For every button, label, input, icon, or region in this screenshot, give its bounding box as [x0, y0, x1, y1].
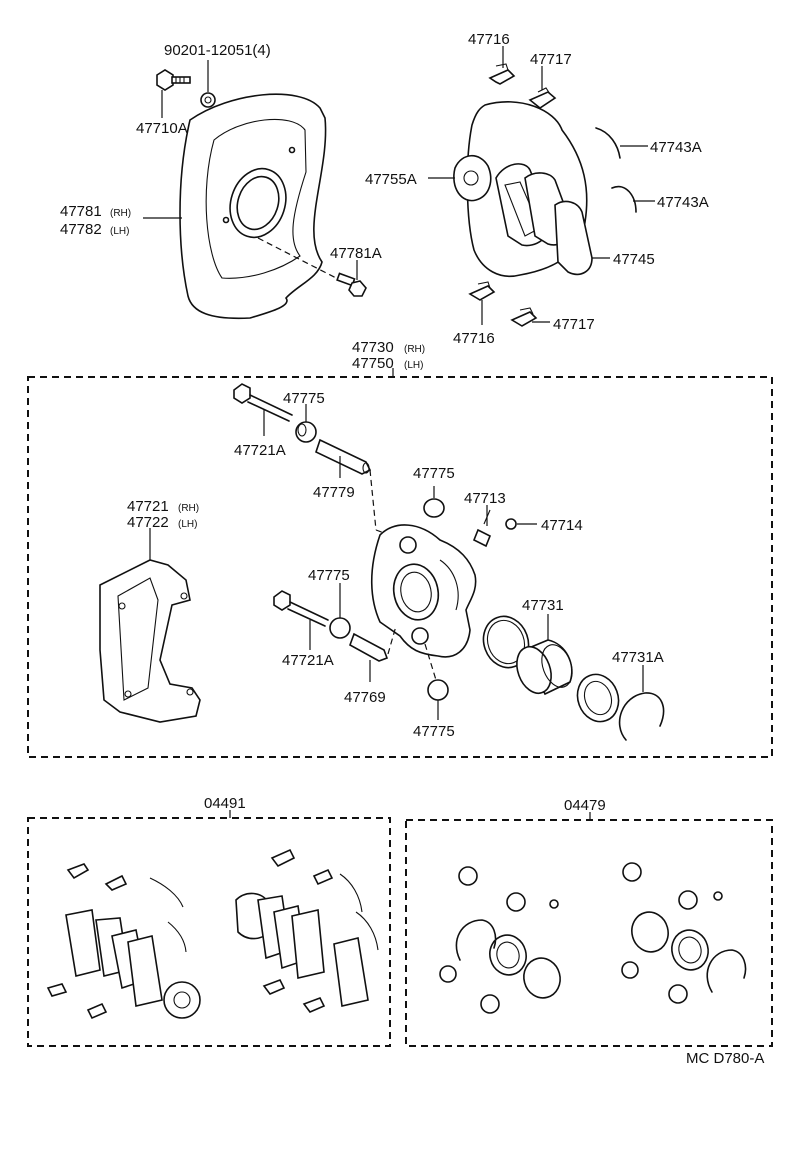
cylinder-boot: [576, 673, 620, 723]
label-caliper-assy-rh: 47730: [352, 339, 394, 356]
set-ring-47731a: [618, 692, 665, 741]
label-cap-47714: 47714: [541, 517, 583, 534]
kit-04479-frame: [405, 819, 773, 1047]
label-pin-47779: 47779: [313, 484, 355, 501]
piston-seal: [482, 615, 530, 669]
boot-47775-lower: [329, 617, 351, 639]
boot-47775-caliper-bottom: [427, 679, 449, 701]
bolt-47781a: [336, 272, 367, 297]
label-mounting-47721-side: (RH): [178, 503, 199, 514]
label-bolt-90201: 90201-12051(4): [164, 42, 271, 59]
label-boot-47775-b: 47775: [413, 465, 455, 482]
kit-04491-frame: [27, 817, 391, 1047]
label-seal-47731a: 47731A: [612, 649, 664, 666]
pin-47769: [349, 632, 389, 662]
cap-47714: [505, 518, 517, 530]
dust-cover-hub-ring: [236, 175, 280, 231]
dash-leader: [387, 625, 397, 655]
label-mounting-47721: 47721: [127, 498, 169, 515]
label-dust-cover-lh: 47782: [60, 221, 102, 238]
label-bolt-47710a: 47710A: [136, 120, 188, 137]
label-clip-47716-bottom: 47716: [453, 330, 495, 347]
anti-squeal-spring-47743a-1: [595, 127, 621, 159]
label-dust-cover-rh-side: (RH): [110, 208, 131, 219]
dust-cover-bolt-hole: [222, 216, 230, 224]
dust-cover-bolt-hole: [288, 146, 296, 154]
footer-code: MC D780-A: [686, 1050, 764, 1067]
label-dust-cover-rh: 47781: [60, 203, 102, 220]
dash-leader: [424, 643, 437, 681]
label-mounting-47722: 47722: [127, 514, 169, 531]
piston-47731: [516, 639, 573, 696]
label-clip-47717-bottom: 47717: [553, 316, 595, 333]
bolt-47721a-lower: [273, 590, 329, 627]
label-kit-04491: 04491: [204, 795, 246, 812]
anti-squeal-shim-47755a: [453, 154, 492, 202]
label-clip-47716-top: 47716: [468, 31, 510, 48]
pad-support-clip-47717-bottom: [510, 307, 538, 327]
label-piston-47731: 47731: [522, 597, 564, 614]
label-spring-47743a-2: 47743A: [657, 194, 709, 211]
anti-squeal-spring-47743a-2: [611, 185, 637, 213]
label-caliper-assy-lh: 47750: [352, 355, 394, 372]
dust-cover-dash-leader: [257, 237, 341, 281]
pad-support-clip-47716-bottom: [468, 281, 496, 301]
label-caliper-assy-lh-side: (LH): [404, 360, 423, 371]
label-pin-47769: 47769: [344, 689, 386, 706]
pad-support-clip-47717-top: [528, 87, 557, 109]
bolt-47721a-upper: [233, 383, 293, 422]
caliper-mounting: [99, 559, 201, 723]
label-pad-47745: 47745: [613, 251, 655, 268]
label-bolt-47721a-b: 47721A: [282, 652, 334, 669]
label-boot-47775-c: 47775: [308, 567, 350, 584]
caliper-outline-ghost: [466, 101, 588, 277]
dash-leader: [369, 469, 377, 531]
label-boot-47775-a: 47775: [283, 390, 325, 407]
brake-pad-outer: [524, 172, 593, 276]
label-dust-cover-lh-side: (LH): [110, 226, 129, 237]
label-bolt-47721a-a: 47721A: [234, 442, 286, 459]
label-clip-47717-top: 47717: [530, 51, 572, 68]
boot-47775-caliper-top: [423, 498, 445, 518]
label-bleeder-47713: 47713: [464, 490, 506, 507]
kit-04479-contents: [439, 862, 747, 1014]
kit-04491-contents: [46, 848, 379, 1020]
label-kit-04479: 04479: [564, 797, 606, 814]
pin-47779: [315, 438, 372, 475]
label-caliper-assy-rh-side: (RH): [404, 344, 425, 355]
label-bolt-47781a: 47781A: [330, 245, 382, 262]
caliper-body: [370, 524, 477, 658]
label-boot-47775-d: 47775: [413, 723, 455, 740]
boot-47775-upper: [295, 421, 317, 443]
caliper-assembly-frame: [27, 376, 773, 758]
dust-cover-inner-edge: [205, 118, 307, 279]
dust-cover-hub-hole: [229, 167, 287, 239]
nut-90201: [200, 92, 216, 108]
pad-support-clip-47716-top: [488, 63, 516, 85]
dust-cover-group: [179, 93, 341, 320]
label-shim-47755a: 47755A: [365, 171, 417, 188]
label-mounting-47722-side: (LH): [178, 519, 197, 530]
bolt-47710a: [156, 69, 191, 91]
label-spring-47743a-1: 47743A: [650, 139, 702, 156]
